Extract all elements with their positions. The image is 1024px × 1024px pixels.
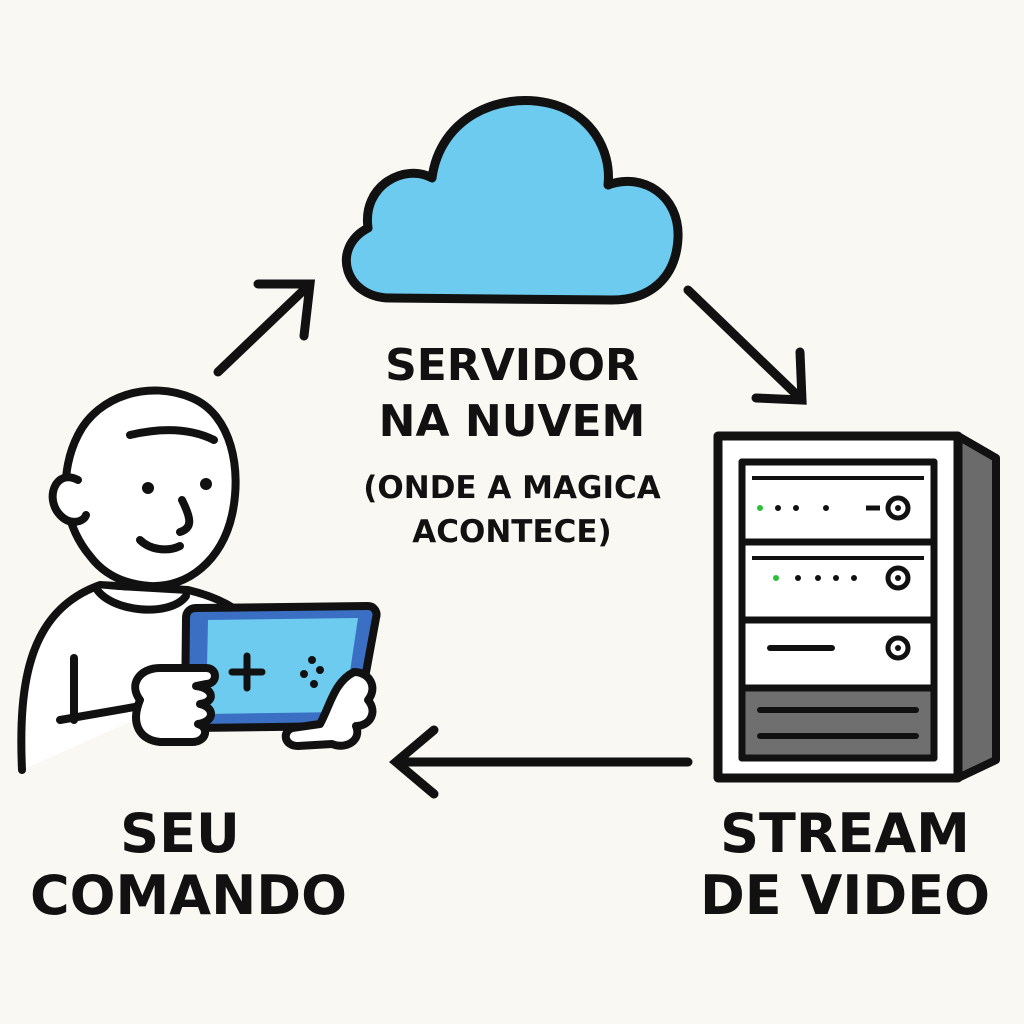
user-command-label: SEU COMANDO xyxy=(30,802,347,927)
cloud-server-label: SERVIDOR NA NUVEM xyxy=(322,338,702,450)
video-stream-label: STREAM DE VIDEO xyxy=(695,803,995,927)
arrow-to-user-icon xyxy=(389,725,693,799)
hand-icon xyxy=(131,664,377,750)
cloud-note-line-1: (ONDE A MAGICA xyxy=(363,470,661,506)
cloud-icon xyxy=(341,96,683,305)
cloud-label-line-2: NA NUVEM xyxy=(378,396,646,447)
server-rack-icon xyxy=(713,431,1000,783)
cloud-note-line-2: ACONTECE) xyxy=(412,514,612,550)
cloud-note-label: (ONDE A MAGICA ACONTECE) xyxy=(322,466,702,554)
user-label-line-1: SEU xyxy=(120,802,240,865)
stream-label-line-2: DE VIDEO xyxy=(699,864,990,927)
cloud-label-line-1: SERVIDOR xyxy=(385,340,639,391)
arrow-to-cloud-icon xyxy=(213,279,316,377)
arrow-to-server-icon xyxy=(683,285,807,405)
stream-label-line-1: STREAM xyxy=(720,802,970,865)
user-label-line-2: COMANDO xyxy=(30,864,347,927)
